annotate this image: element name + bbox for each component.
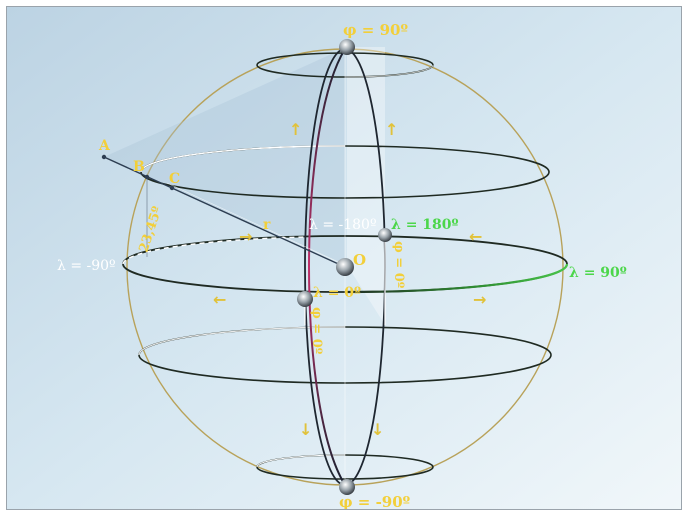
arrow-up-right: ↑ xyxy=(385,120,398,139)
arrow-left-upper: ← xyxy=(469,227,482,246)
background xyxy=(7,7,681,509)
point-a-marker xyxy=(101,154,107,160)
arrow-down-right: ↓ xyxy=(371,420,384,439)
latitude-ring-bottom-highlight xyxy=(256,454,346,468)
center-label: O xyxy=(353,251,366,269)
lambda-minus-90-label: λ = -90º xyxy=(57,258,116,274)
arrow-right-upper: → xyxy=(239,227,252,246)
latitude-ring-top-highlight xyxy=(256,52,434,78)
radius-line xyxy=(103,156,346,268)
shaded-sector xyxy=(347,47,385,325)
north-pole-label: φ = 90º xyxy=(343,21,408,39)
arrow-right-lower: → xyxy=(473,290,486,309)
lambda-minus-180-label: λ = -180º xyxy=(309,217,377,233)
north-pole-knob xyxy=(339,39,355,55)
equator-ring-back-dashed xyxy=(122,236,308,265)
arrow-up-left: ↑ xyxy=(289,120,302,139)
lambda-0-label: λ = 0º xyxy=(313,285,361,301)
arrow-left-lower: ← xyxy=(213,290,226,309)
shaded-plane xyxy=(104,47,347,265)
lambda-180-knob xyxy=(378,228,392,242)
equator-ring-green xyxy=(344,263,569,294)
lambda-180-label: λ = 180º xyxy=(391,217,459,233)
celestial-sphere-diagram: ↑ ↑ ↓ ↓ → ← ← → φ = 90º φ = -90º A B C O… xyxy=(7,7,681,510)
radius-line-highlight xyxy=(166,182,346,266)
arrow-down-left: ↓ xyxy=(299,420,312,439)
center-knob xyxy=(336,258,354,276)
latitude-ring-upper-highlight xyxy=(140,145,346,173)
lambda-90-label: λ = 90º xyxy=(569,265,627,281)
south-pole-knob xyxy=(339,479,355,495)
point-b-label: B xyxy=(133,159,145,175)
latitude-ring-lower-highlight xyxy=(138,326,346,356)
point-c-label: C xyxy=(169,171,180,187)
radius-label: r xyxy=(263,217,271,233)
phi-0-front-label: φ = 0º xyxy=(309,307,324,355)
point-a-label: A xyxy=(98,138,111,154)
meridian-front xyxy=(308,48,346,486)
phi-0-back-label: φ = 0º xyxy=(391,241,406,289)
lambda-0-knob xyxy=(297,291,313,307)
point-c-marker xyxy=(169,185,175,191)
south-pole-label: φ = -90º xyxy=(339,493,411,510)
point-b-marker xyxy=(144,174,150,180)
diagram-frame: ↑ ↑ ↓ ↓ → ← ← → φ = 90º φ = -90º A B C O… xyxy=(6,6,682,510)
